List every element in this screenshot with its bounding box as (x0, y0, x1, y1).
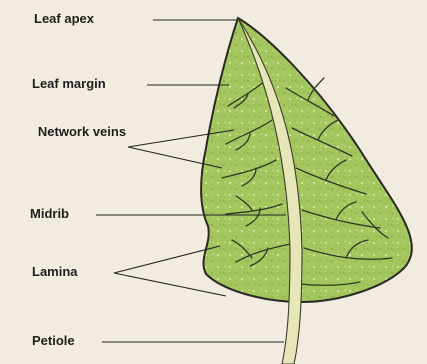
label-lamina: Lamina (32, 264, 192, 279)
label-leaf-margin: Leaf margin (32, 76, 192, 91)
label-midrib: Midrib (30, 206, 190, 221)
label-leaf-apex: Leaf apex (34, 11, 194, 26)
label-network-veins: Network veins (34, 124, 130, 139)
label-petiole: Petiole (32, 333, 192, 348)
